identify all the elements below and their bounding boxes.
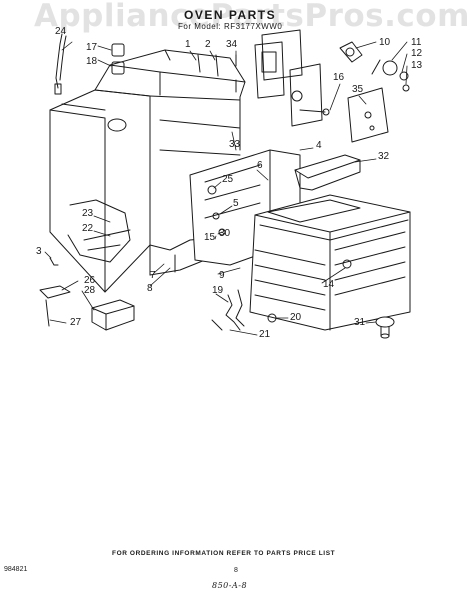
clips xyxy=(111,43,125,75)
callout-13: 13 xyxy=(411,60,423,71)
callout-8: 8 xyxy=(147,283,153,294)
callout-18: 18 xyxy=(86,56,98,67)
page-number: 8 xyxy=(234,567,238,574)
callout-22: 22 xyxy=(82,223,94,234)
callout-26: 26 xyxy=(84,275,96,286)
bake-element xyxy=(294,154,361,191)
callout-25: 25 xyxy=(222,174,234,185)
model-line: For Model: RF3177XWW0 xyxy=(178,22,283,31)
callout-16: 16 xyxy=(333,72,345,83)
callout-6: 6 xyxy=(257,160,263,171)
callout-9: 9 xyxy=(219,270,225,281)
ordering-note: FOR ORDERING INFORMATION REFER TO PARTS … xyxy=(112,550,336,557)
callout-35: 35 xyxy=(352,84,364,95)
callout-21: 21 xyxy=(259,329,271,340)
callout-14: 14 xyxy=(323,279,335,290)
callout-33: 33 xyxy=(229,139,241,150)
callout-7: 7 xyxy=(150,270,156,281)
callout-4: 4 xyxy=(316,140,322,151)
document-number: 984821 xyxy=(4,566,28,573)
callout-30: 30 xyxy=(219,228,231,239)
callout-32: 32 xyxy=(378,151,390,162)
callout-23: 23 xyxy=(82,208,94,219)
callout-5: 5 xyxy=(233,198,239,209)
handwritten-note: 850-A-8 xyxy=(212,581,248,590)
oven-liner xyxy=(249,194,411,331)
callout-15: 15 xyxy=(204,232,216,243)
leader-lines xyxy=(44,41,408,336)
callout-2: 2 xyxy=(205,39,211,50)
leveling-leg xyxy=(375,316,395,339)
rear-panel-brackets xyxy=(254,29,330,127)
callout-27: 27 xyxy=(70,317,82,328)
diagram-title: OVEN PARTS xyxy=(184,8,277,22)
callout-10: 10 xyxy=(379,37,391,48)
callout-12: 12 xyxy=(411,48,423,59)
callout-28: 28 xyxy=(84,285,96,296)
callout-11: 11 xyxy=(411,37,422,48)
light-socket-assembly xyxy=(339,41,410,92)
top-screws xyxy=(197,54,237,93)
light-bracket xyxy=(347,87,389,143)
callout-1: 1 xyxy=(185,39,191,50)
callout-20: 20 xyxy=(290,312,302,323)
oven-cabinet xyxy=(49,49,301,293)
callout-34: 34 xyxy=(226,39,238,50)
watermark: AppliancePartsPros.com xyxy=(34,0,470,34)
callout-24: 24 xyxy=(55,26,67,37)
callout-3: 3 xyxy=(36,246,42,257)
callout-19: 19 xyxy=(212,285,224,296)
callout-31: 31 xyxy=(354,317,366,328)
callout-17: 17 xyxy=(86,42,98,53)
igniter-wiring xyxy=(211,289,277,331)
lower-left-parts xyxy=(39,257,135,331)
oven-sensor xyxy=(54,33,67,95)
